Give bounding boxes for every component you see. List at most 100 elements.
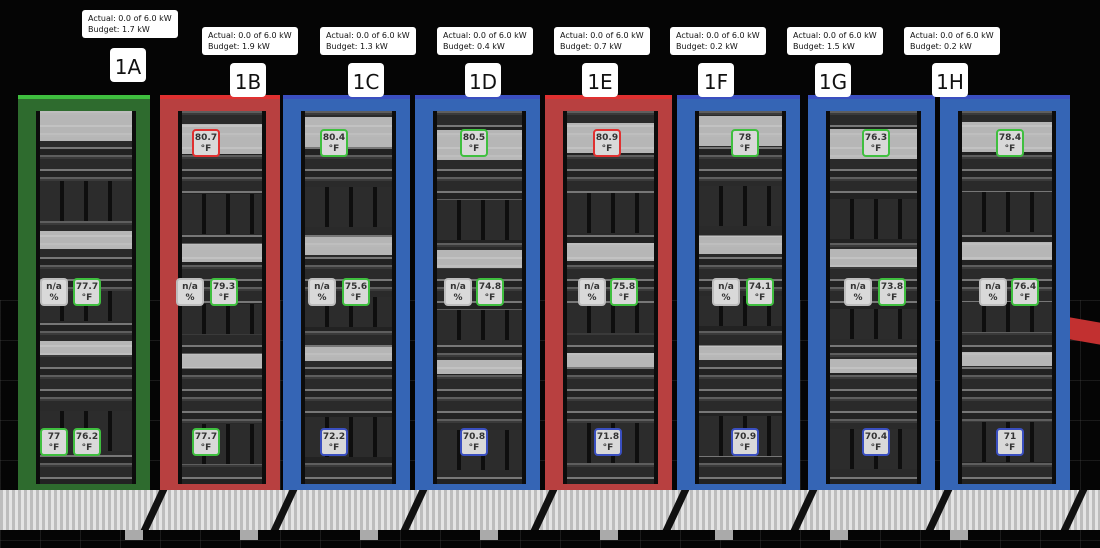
raised-floor (0, 490, 1100, 530)
power-budget: Budget: 0.7 kW (560, 42, 622, 51)
humidity-sensor-value: n/a (850, 282, 866, 292)
server-unit (567, 303, 654, 333)
humidity-sensor-value: n/a (314, 282, 330, 292)
humidity-sensor[interactable]: n/a% (979, 278, 1007, 306)
mid-temp-sensor[interactable]: 76.4°F (1011, 278, 1039, 306)
top-temp-sensor[interactable]: 80.9°F (593, 129, 621, 157)
bottom-temp-sensor[interactable]: 71.8°F (594, 428, 622, 456)
bottom-temp-sensor-unit: °F (48, 443, 60, 453)
mid-temp-sensor[interactable]: 74.8°F (476, 278, 504, 306)
rack-label-1g[interactable]: 1G (815, 63, 851, 97)
humidity-sensor-unit: % (185, 293, 195, 303)
humidity-sensor[interactable]: n/a% (444, 278, 472, 306)
bottom-temp-sensor[interactable]: 70.8°F (460, 428, 488, 456)
mid-temp-sensor-unit: °F (618, 293, 630, 303)
rack-label-1f[interactable]: 1F (698, 63, 734, 97)
server-unit (699, 186, 782, 226)
mid-temp-sensor-value: 73.8 (880, 282, 904, 292)
bottom-temp-sensor[interactable]: 77.7°F (192, 428, 220, 456)
mid-temp-sensor[interactable]: 75.8°F (610, 278, 638, 306)
humidity-sensor-value: n/a (584, 282, 600, 292)
top-temp-sensor[interactable]: 78°F (731, 129, 759, 157)
server-unit (305, 237, 392, 255)
server-unit (699, 236, 782, 254)
server-unit (962, 192, 1052, 232)
floor-pedestal (715, 530, 733, 540)
humidity-sensor[interactable]: n/a% (844, 278, 872, 306)
top-temp-sensor[interactable]: 78.4°F (996, 129, 1024, 157)
server-unit (305, 187, 392, 227)
mid-temp-sensor-value: 74.1 (748, 282, 772, 292)
power-budget: Budget: 1.7 kW (88, 25, 150, 34)
mid-temp-sensor[interactable]: 74.1°F (746, 278, 774, 306)
bottom-temp-sensor-value: 72.2 (322, 432, 346, 442)
server-unit (962, 242, 1052, 260)
mid-temp-sensor-value: 76.4 (1013, 282, 1037, 292)
floor-seam (925, 490, 953, 530)
rack-label-1a[interactable]: 1A (110, 48, 146, 82)
power-actual: Actual: 0.0 of 6.0 kW (793, 31, 877, 40)
humidity-sensor-unit: % (988, 293, 998, 303)
mid-temp-sensor-unit: °F (350, 293, 362, 303)
humidity-sensor-unit: % (317, 293, 327, 303)
bottom-temp-sensor[interactable]: 70.4°F (862, 428, 890, 456)
server-unit (962, 352, 1052, 366)
power-budget: Budget: 1.5 kW (793, 42, 855, 51)
rack-label-1h[interactable]: 1H (932, 63, 968, 97)
top-temp-sensor[interactable]: 80.7°F (192, 129, 220, 157)
floor-seam (662, 490, 690, 530)
rack-label-1d[interactable]: 1D (465, 63, 501, 97)
humidity-sensor[interactable]: n/a% (308, 278, 336, 306)
bottom-temp-sensor[interactable]: 72.2°F (320, 428, 348, 456)
humidity-sensor[interactable]: n/a% (578, 278, 606, 306)
rack-label-1c[interactable]: 1C (348, 63, 384, 97)
server-unit (699, 346, 782, 360)
humidity-sensor[interactable]: n/a% (176, 278, 204, 306)
mid-temp-sensor-unit: °F (218, 293, 230, 303)
rack-label-1e[interactable]: 1E (582, 63, 618, 97)
rack-1h[interactable] (940, 95, 1070, 490)
humidity-sensor[interactable]: n/a% (712, 278, 740, 306)
server-unit (40, 341, 132, 355)
floor-pedestal (600, 530, 618, 540)
server-unit (305, 417, 392, 457)
humidity-sensor-unit: % (853, 293, 863, 303)
server-unit (830, 249, 917, 267)
bottom-temp-sensor-value: 77.7 (194, 432, 218, 442)
server-unit (40, 181, 132, 221)
rack-label-1b[interactable]: 1B (230, 63, 266, 97)
power-actual: Actual: 0.0 of 6.0 kW (910, 31, 994, 40)
server-unit (567, 353, 654, 367)
rack-equipment (958, 111, 1056, 484)
mid-temp-sensor[interactable]: 73.8°F (878, 278, 906, 306)
mid-temp-sensor[interactable]: 79.3°F (210, 278, 238, 306)
server-unit (437, 360, 522, 374)
bottom-temp-sensor-unit: °F (81, 443, 93, 453)
top-temp-sensor[interactable]: 76.3°F (862, 129, 890, 157)
humidity-sensor-unit: % (587, 293, 597, 303)
server-unit (182, 194, 262, 234)
humidity-sensor[interactable]: n/a% (40, 278, 68, 306)
bottom-temp-sensor-unit: °F (328, 443, 340, 453)
rack-1e[interactable] (545, 95, 672, 490)
top-temp-sensor-unit: °F (328, 144, 340, 154)
bottom-temp-sensor[interactable]: 71°F (996, 428, 1024, 456)
mid-temp-sensor-unit: °F (754, 293, 766, 303)
floor-pedestal (830, 530, 848, 540)
top-temp-sensor-unit: °F (739, 144, 751, 154)
bottom-temp-sensor[interactable]: 76.2°F (73, 428, 101, 456)
mid-temp-sensor-unit: °F (1019, 293, 1031, 303)
mid-temp-sensor-value: 75.8 (612, 282, 636, 292)
bottom-temp-sensor[interactable]: 70.9°F (731, 428, 759, 456)
bottom-temp-sensor[interactable]: 77°F (40, 428, 68, 456)
top-temp-sensor[interactable]: 80.4°F (320, 129, 348, 157)
mid-temp-sensor[interactable]: 77.7°F (73, 278, 101, 306)
bottom-temp-sensor-unit: °F (468, 443, 480, 453)
mid-temp-sensor-unit: °F (484, 293, 496, 303)
top-temp-sensor[interactable]: 80.5°F (460, 129, 488, 157)
mid-temp-sensor[interactable]: 75.6°F (342, 278, 370, 306)
floor-seam (270, 490, 298, 530)
bottom-temp-sensor-unit: °F (602, 443, 614, 453)
